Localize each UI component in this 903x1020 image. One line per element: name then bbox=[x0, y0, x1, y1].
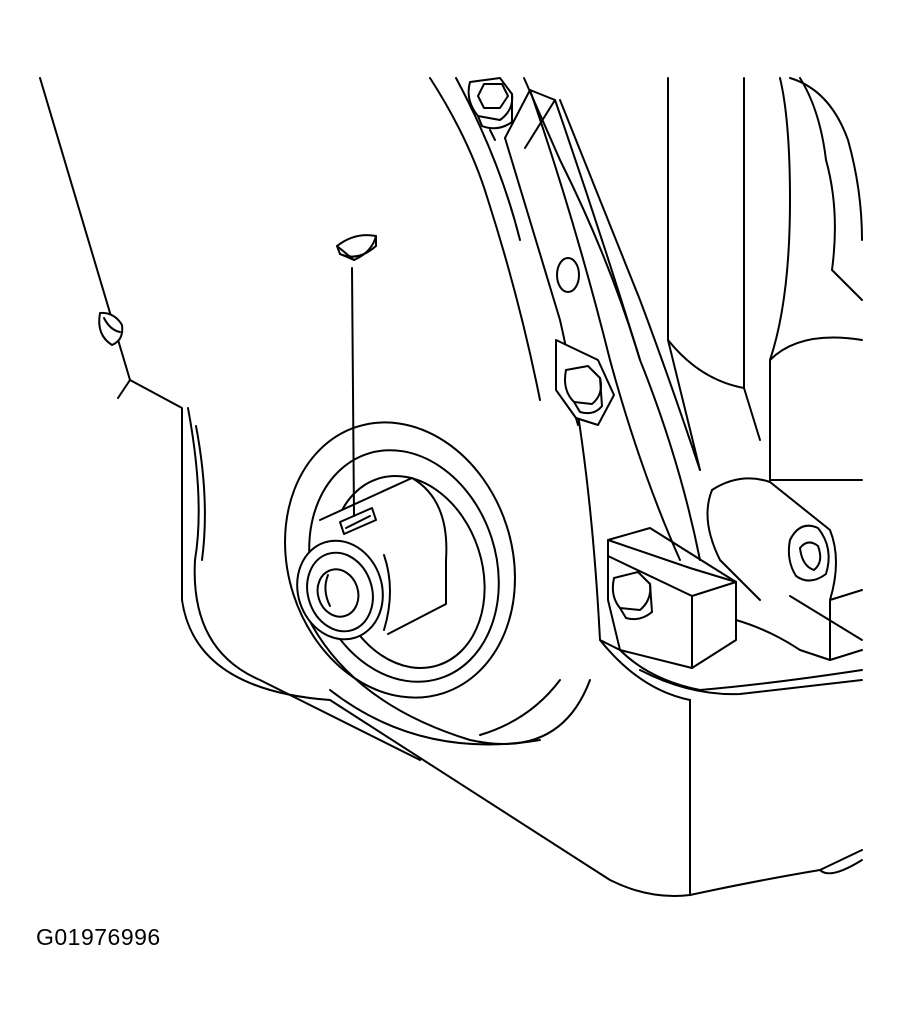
crankshaft-snout bbox=[296, 477, 448, 641]
locating-stud bbox=[98, 311, 124, 346]
right-mounting-lug bbox=[706, 477, 863, 661]
engine-block-upper bbox=[429, 77, 863, 481]
keyway-slot bbox=[339, 507, 377, 535]
key-installation-leader-line bbox=[351, 267, 355, 517]
lower-bolt-mount bbox=[607, 527, 737, 669]
support-bracket bbox=[504, 89, 701, 651]
mid-bolt bbox=[555, 339, 615, 426]
top-bolt bbox=[467, 77, 514, 141]
bracket-hole bbox=[556, 257, 580, 293]
figure-id-label: G01976996 bbox=[36, 924, 161, 950]
timing-cover-outline bbox=[39, 77, 863, 897]
oil-pan-flange bbox=[599, 619, 863, 701]
woodruff-key bbox=[336, 234, 377, 261]
